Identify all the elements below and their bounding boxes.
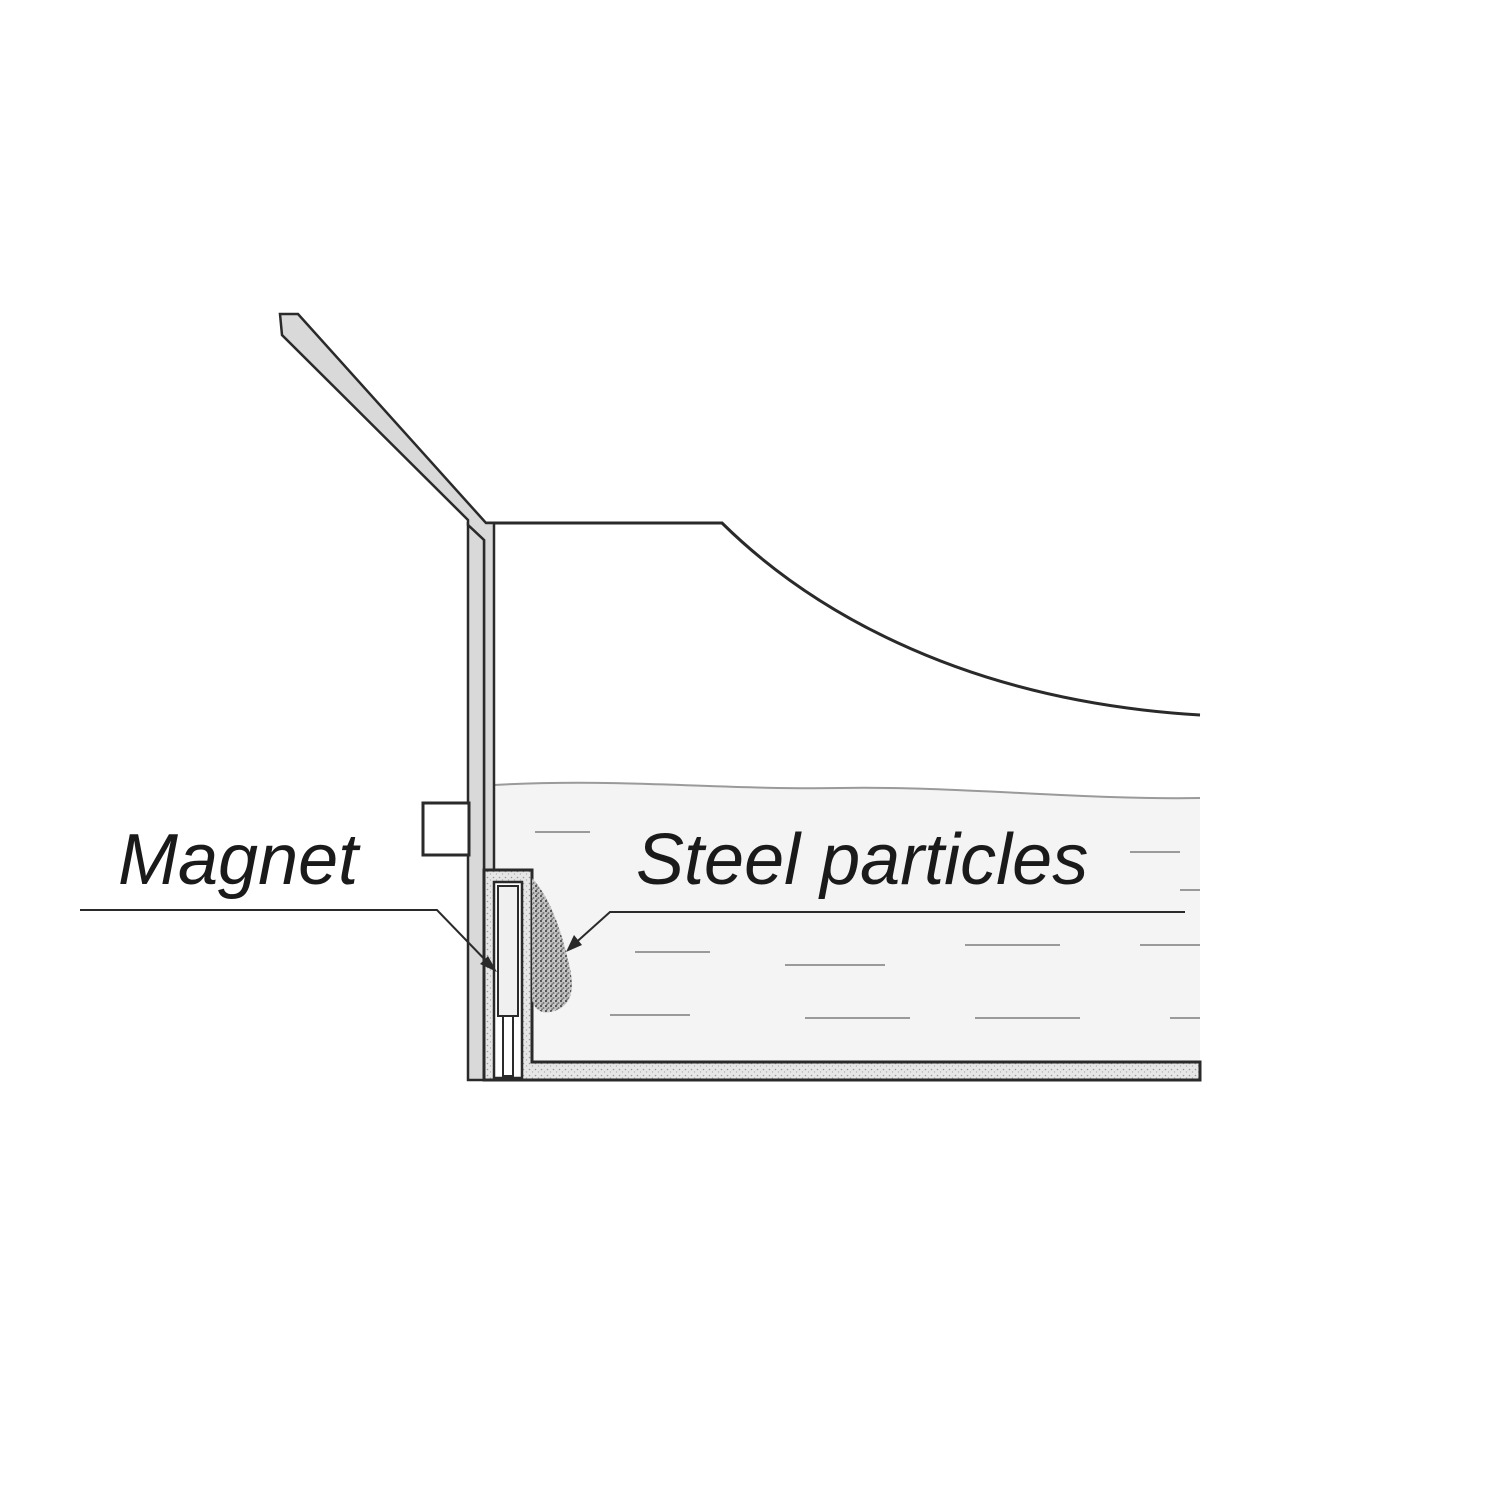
liquid-region bbox=[494, 782, 1200, 1062]
steel-particles-label: Steel particles bbox=[636, 820, 1088, 900]
steel-particles-arrowhead bbox=[566, 935, 582, 952]
magnet-leader-line bbox=[80, 909, 494, 969]
magnet-base bbox=[502, 1015, 514, 1077]
magnet-label: Magnet bbox=[118, 820, 361, 900]
tank-bottom-wall bbox=[482, 868, 1202, 1082]
steel-particles-cluster bbox=[532, 878, 572, 1013]
liquid-surface bbox=[493, 781, 1201, 800]
liquid-dashes bbox=[535, 831, 1200, 1019]
magnet-arrowhead bbox=[480, 956, 497, 972]
steel-particles-leader-line bbox=[570, 911, 1185, 948]
magnet bbox=[497, 885, 519, 1017]
housing-top-outline bbox=[486, 521, 1201, 717]
wall-bracket bbox=[421, 801, 471, 857]
angled-wall bbox=[278, 312, 496, 872]
